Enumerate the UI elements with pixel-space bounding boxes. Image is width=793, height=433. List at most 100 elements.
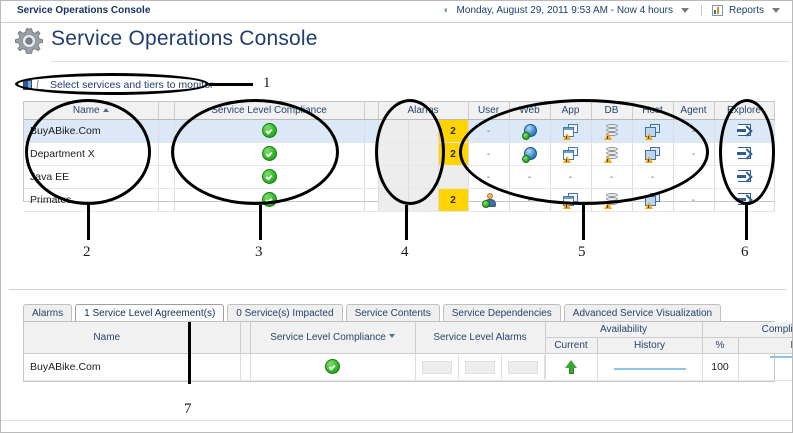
tab-0-service-s-impacted[interactable]: 0 Service(s) Impacted [227,304,343,322]
alarm-cell-count[interactable]: 2 [438,120,468,142]
alarm-cell-empty[interactable] [408,189,439,211]
host-tier-icon[interactable] [644,123,661,140]
cell-host [632,188,674,212]
col-header-user[interactable]: User [468,102,510,120]
cell-name[interactable]: Primates [24,188,159,212]
col-header-alarms[interactable]: Alarms [378,102,469,120]
alarms-group [378,166,468,188]
table-row[interactable]: Department X 2 - - [24,142,775,166]
status-ok-icon [325,359,340,374]
alarm-cell-empty[interactable] [378,143,409,165]
cell-explore[interactable] [714,165,775,189]
alarms-group: 2 [378,143,468,165]
explore-icon[interactable] [736,123,751,136]
col-header-service-level-compliance[interactable]: Service Level Compliance [174,102,365,120]
col-header-host[interactable]: Host [632,102,674,120]
sla-alarm-cell[interactable] [416,355,459,379]
explore-icon[interactable] [736,169,751,182]
cell-agent: - [673,142,715,166]
db-tier-icon[interactable] [603,192,620,209]
col-header-app[interactable]: App [550,102,592,120]
cell-alarms [378,165,469,189]
cell-compliance-history[interactable] [738,353,792,381]
explore-icon[interactable] [736,146,751,159]
select-services-link[interactable]: Select services and tiers to monitor [23,79,213,91]
alarm-cell-empty[interactable] [378,166,409,188]
tab-alarms[interactable]: Alarms [23,304,73,322]
sla-col-header-compliance-history[interactable]: History [738,337,792,354]
cell-spacer-1 [190,353,241,381]
app-tier-icon[interactable] [562,192,579,209]
cell-explore[interactable] [714,119,775,143]
cell-availability-history[interactable] [597,353,703,381]
alarm-cell-empty[interactable] [408,143,439,165]
sla-col-header-availability-current[interactable]: Current [545,337,598,354]
sla-col-header-compliance-pct[interactable]: % [702,337,739,354]
reports-menu-label[interactable]: Reports [728,5,764,16]
callout-4-leader [405,205,408,240]
user-tier-icon[interactable] [481,192,497,208]
alarm-cell-empty[interactable] [408,166,439,188]
col-header-db[interactable]: DB [591,102,633,120]
sla-col-header-availability-history[interactable]: History [597,337,703,354]
cell-name[interactable]: Java EE [24,165,159,189]
sla-col-header-service-level-compliance[interactable]: Service Level Compliance [250,322,416,354]
cell-agent: - [673,188,715,212]
cell-alarms: 2 [378,188,469,212]
web-tier-icon[interactable] [521,123,538,140]
cell-name[interactable]: BuyABike.Com [24,119,159,143]
empty-value: - [486,126,491,137]
col-header-web[interactable]: Web [509,102,551,120]
toolbar-divider [700,5,702,16]
app-tier-icon[interactable] [562,123,579,140]
alarm-cell-count[interactable]: 2 [438,143,468,165]
sla-grid-header-row-1: Name Service Level Compliance Service Le… [24,322,792,354]
time-range-chevron-down-icon[interactable] [680,8,689,13]
app-tier-icon[interactable] [562,146,579,163]
tab-service-dependencies[interactable]: Service Dependencies [442,304,561,322]
host-tier-icon[interactable] [644,192,661,209]
host-tier-icon[interactable] [644,146,661,163]
time-range-label[interactable]: Monday, August 29, 2011 9:53 AM - Now 4 … [456,5,673,16]
cell-host [632,119,674,143]
alarm-cell-empty[interactable] [378,120,409,142]
explore-icon[interactable] [736,192,751,205]
reports-chevron-down-icon[interactable] [772,8,780,13]
alarm-cell-empty[interactable] [378,189,409,211]
col-header-spacer-1 [158,102,175,120]
cell-name[interactable]: BuyABike.Com [24,353,191,381]
cell-name[interactable]: Department X [24,142,159,166]
alarm-cell-empty[interactable] [438,166,468,188]
callout-4-number: 4 [401,244,409,260]
alarm-cell-count[interactable]: 2 [438,189,468,211]
sla-alarm-cell[interactable] [502,355,545,379]
db-tier-icon[interactable] [603,123,620,140]
tab-advanced-service-visualization[interactable]: Advanced Service Visualization [563,304,722,322]
alarm-cell-empty[interactable] [408,120,439,142]
sla-col-header-service-level-alarms[interactable]: Service Level Alarms [415,322,546,354]
cell-alarms: 2 [378,142,469,166]
web-tier-icon[interactable] [521,146,538,163]
sla-col-header-name[interactable]: Name [24,322,191,354]
status-ok-icon [261,123,277,138]
col-header-name[interactable]: Name [24,102,159,120]
table-row[interactable]: Java EE------ [24,165,775,189]
callout-6-number: 6 [741,244,749,260]
cell-spacer-1 [158,165,175,189]
tab-service-contents[interactable]: Service Contents [345,304,440,322]
cell-explore[interactable] [714,188,775,212]
empty-value: - [650,172,655,183]
tab-1-service-level-agreement-s[interactable]: 1 Service Level Agreement(s) [75,304,225,322]
col-header-agent[interactable]: Agent [673,102,715,120]
sla-alarm-cell[interactable] [459,355,502,379]
services-grid: Name Service Level Compliance Alarms Use… [23,101,775,212]
db-tier-icon[interactable] [603,146,620,163]
cell-user [468,188,510,212]
cell-db [591,119,633,143]
empty-value: - [486,149,491,160]
cell-explore[interactable] [714,142,775,166]
